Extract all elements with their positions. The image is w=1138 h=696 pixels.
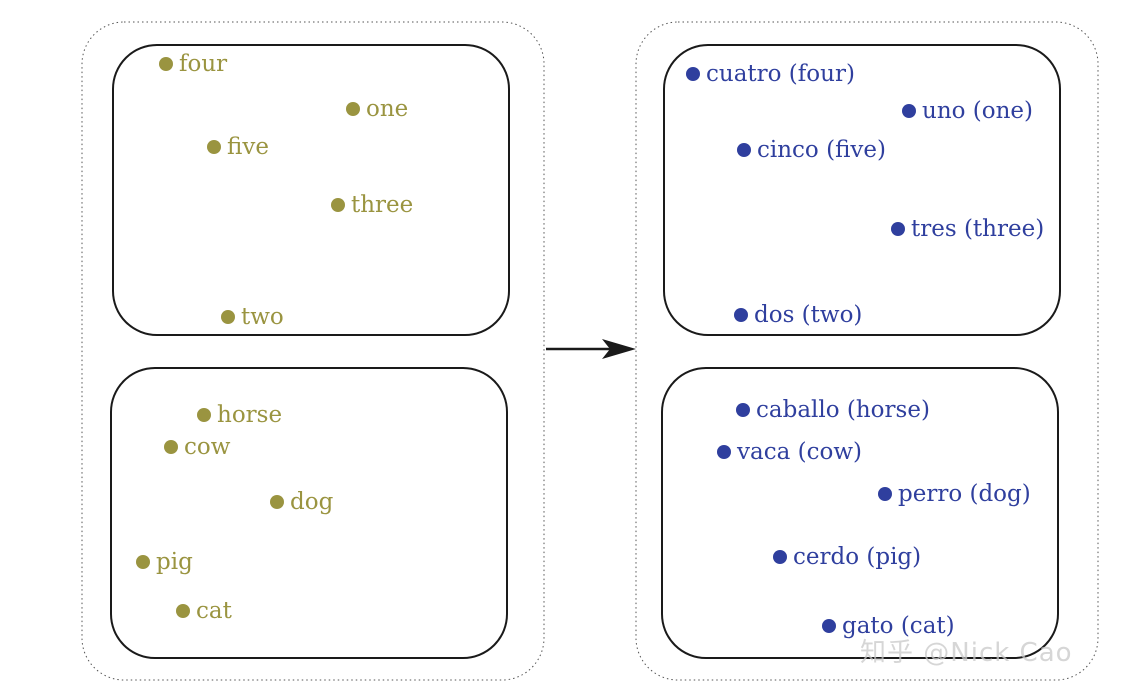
english-three-label: three [351,192,413,218]
english-three-point [331,198,345,212]
spanish-space-container [635,21,1099,681]
english-horse-label: horse [217,402,282,428]
spanish-cuatro-label: cuatro (four) [706,61,855,87]
spanish-perro-label: perro (dog) [898,481,1031,507]
spanish-caballo-label: caballo (horse) [756,397,930,423]
spanish-dos-point [734,308,748,322]
english-cat-label: cat [196,598,233,624]
spanish-dos-label: dos (two) [754,302,862,328]
spanish-perro-point [878,487,892,501]
english-cow-label: cow [184,434,231,460]
spanish-cuatro-point [686,67,700,81]
english-numbers-cluster [112,44,510,336]
spanish-cerdo-label: cerdo (pig) [793,544,921,570]
english-dog-label: dog [290,489,334,515]
mapping-arrow [546,339,636,359]
spanish-gato-label: gato (cat) [842,613,955,639]
spanish-gato-point [822,619,836,633]
spanish-cinco-point [737,143,751,157]
english-two-label: two [241,304,284,330]
spanish-tres-label: tres (three) [911,216,1044,242]
english-pig-label: pig [156,549,193,575]
english-dog-point [270,495,284,509]
english-one-point [346,102,360,116]
watermark: 知乎 @Nick Cao [860,638,1073,668]
english-one-label: one [366,96,408,122]
spanish-cerdo-point [773,550,787,564]
english-cow-point [164,440,178,454]
spanish-vaca-point [717,445,731,459]
spanish-cinco-label: cinco (five) [757,137,886,163]
english-space-container [81,21,545,681]
spanish-vaca-label: vaca (cow) [736,439,862,465]
english-two-point [221,310,235,324]
english-cat-point [176,604,190,618]
spanish-uno-point [902,104,916,118]
english-horse-point [197,408,211,422]
spanish-animals-cluster [661,367,1059,659]
spanish-tres-point [891,222,905,236]
english-four-point [159,57,173,71]
spanish-caballo-point [736,403,750,417]
english-animals-cluster [110,367,508,659]
english-five-label: five [227,134,269,160]
english-pig-point [136,555,150,569]
spanish-uno-label: uno (one) [922,98,1033,124]
english-four-label: four [179,51,227,77]
spanish-numbers-cluster [663,44,1061,336]
english-five-point [207,140,221,154]
